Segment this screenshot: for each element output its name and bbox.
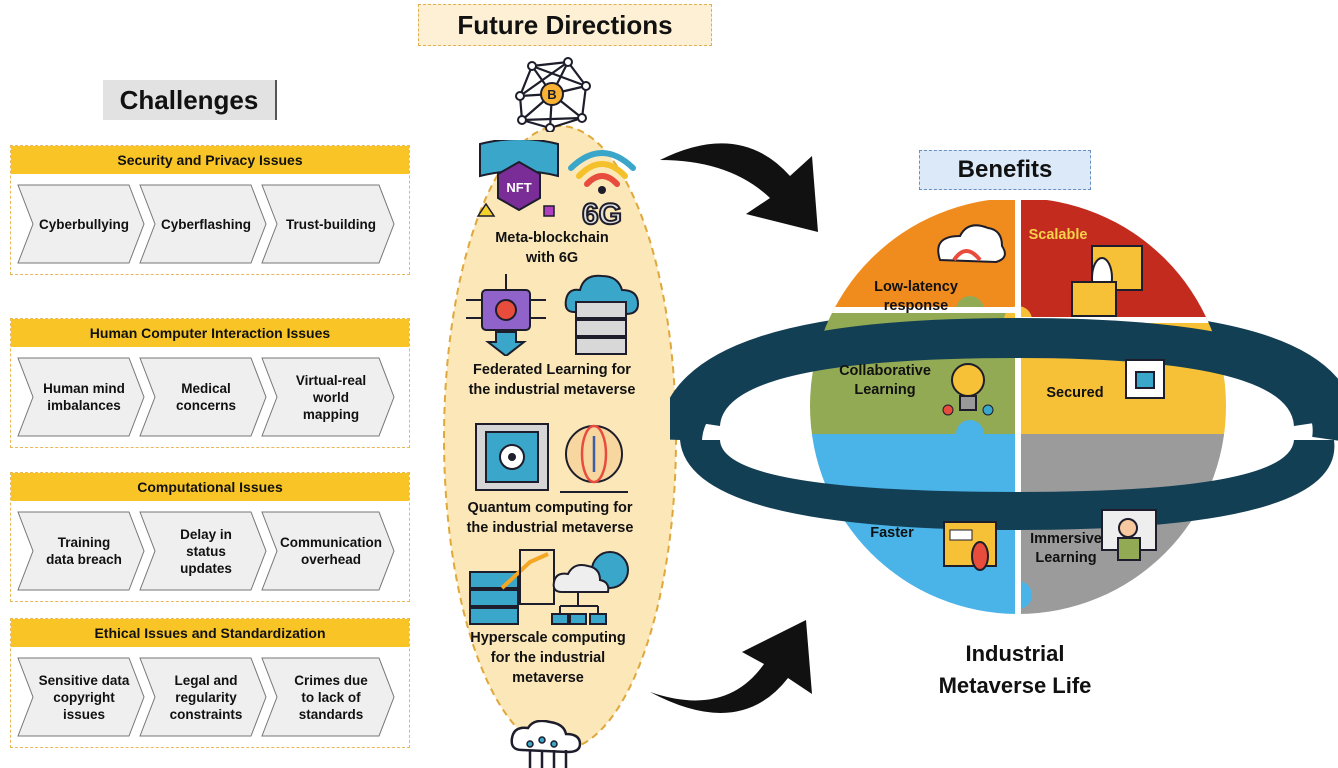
challenge-item: Crimes due to lack of standards [261,657,395,737]
vr-user-icon [1101,509,1157,561]
nft-text: NFT [506,180,531,195]
future-directions-title: Future Directions [418,4,712,46]
challenge-item: Legal and regularity constraints [139,657,267,737]
orbit-ring-front [680,440,1335,530]
cloud-circuit-icon [510,720,582,768]
qubit-sphere-icon [560,424,628,493]
quantum-chip-icon [475,423,549,491]
group-title: Security and Privacy Issues [11,146,409,174]
benefit-low-latency: Low-latency response [874,279,958,314]
challenge-item: Training data breach [17,511,145,591]
challenge-item: Virtual-real world mapping [261,357,395,437]
benefit-scalable: Scalable [1028,227,1088,243]
benefit-faster: Faster [870,525,914,541]
fd-label-hyperscale-computing: Hyperscale computing for the industrial … [470,630,626,686]
cloud-server-icon [564,274,640,355]
blockchain-network-icon: B [515,57,591,132]
gauge-cloud-icon [937,224,1006,264]
bitcoin-symbol: B [547,87,556,102]
group-title: Human Computer Interaction Issues [11,319,409,347]
nft-icon: NFT [476,140,559,217]
fd-label-meta-blockchain: Meta-blockchain with 6G [495,230,609,266]
secure-chip-icon [1125,359,1165,399]
ai-chip-icon [466,274,546,356]
challenge-item: Delay in status updates [139,511,267,591]
group-title: Ethical Issues and Standardization [11,619,409,647]
challenge-item: Trust-building [261,184,395,264]
challenge-item: Cyberflashing [139,184,267,264]
challenge-group-computational: Computational Issues Training data breac… [10,472,410,602]
group-title: Computational Issues [11,473,409,501]
challenge-item: Sensitive data copyright issues [17,657,145,737]
challenge-item: Communication overhead [261,511,395,591]
benefits-planet [670,200,1338,614]
benefit-secured: Secured [1046,385,1104,401]
curved-arrow-top [660,143,818,232]
benefit-immersive: Immersive Learning [1030,531,1102,566]
challenge-group-ethical: Ethical Issues and Standardization Sensi… [10,618,410,748]
rocket-dollar-icon [1071,245,1143,317]
fd-label-federated-learning: Federated Learning for the industrial me… [468,362,636,398]
6g-icon: 6G [568,150,636,226]
brain-bulb-icon [942,363,994,416]
fd-label-quantum-computing: Quantum computing for the industrial met… [466,500,634,536]
challenge-group-security: Security and Privacy Issues Cyberbullyin… [10,145,410,275]
industrial-metaverse-life-label: Industrial Metaverse Life [938,641,1092,698]
cloud-network-icon [551,551,629,625]
curved-arrow-bottom [650,620,812,713]
benefits-title: Benefits [919,150,1091,190]
challenge-item: Human mind imbalances [17,357,145,437]
challenge-group-hci: Human Computer Interaction Issues Human … [10,318,410,448]
6g-text: 6G [582,198,622,226]
challenges-title: Challenges [103,80,277,120]
challenge-item: Medical concerns [139,357,267,437]
benefit-collaborative: Collaborative Learning [839,363,931,398]
browser-rocket-icon [943,521,997,571]
challenge-item: Cyberbullying [17,184,145,264]
server-growth-icon [469,549,555,625]
